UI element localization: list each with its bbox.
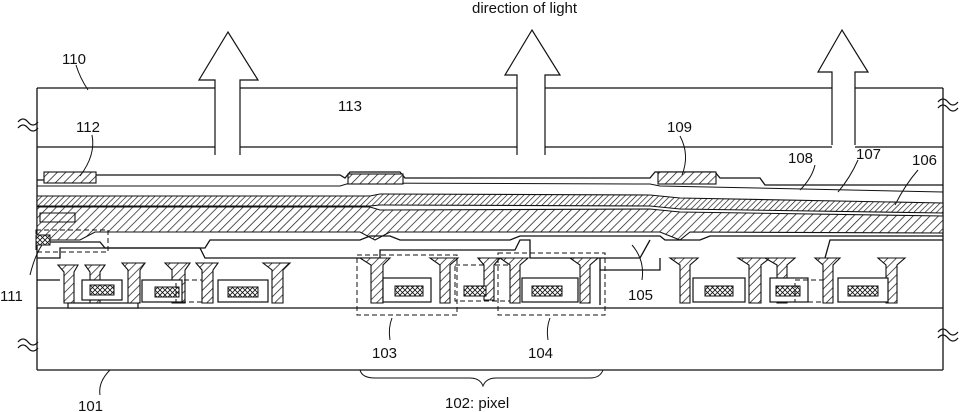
aux-electrode-109 bbox=[658, 172, 716, 184]
tft-middle bbox=[455, 258, 510, 301]
label-110: 110 bbox=[62, 51, 86, 68]
label-104: 104 bbox=[528, 345, 553, 362]
light-arrow-center bbox=[505, 30, 560, 155]
label-112: 112 bbox=[76, 119, 100, 136]
aux-electrode-112 bbox=[44, 172, 96, 183]
label-101: 101 bbox=[78, 398, 103, 412]
tft-right-1 bbox=[670, 258, 770, 303]
tft-layer bbox=[37, 253, 943, 315]
tft-1 bbox=[58, 265, 138, 308]
label-direction-of-light: direction of light bbox=[472, 0, 578, 17]
label-106: 106 bbox=[912, 152, 937, 169]
label-105: 105 bbox=[628, 287, 653, 304]
label-109: 109 bbox=[667, 119, 692, 136]
aux-electrode-mid bbox=[348, 174, 403, 184]
tft-2 bbox=[122, 263, 290, 303]
tft-104 bbox=[498, 253, 605, 315]
label-113: 113 bbox=[338, 98, 362, 115]
label-111: 111 bbox=[0, 288, 23, 305]
label-108: 108 bbox=[788, 150, 813, 167]
label-pixel: 102: pixel bbox=[445, 395, 509, 412]
pixel-electrode-106 bbox=[37, 207, 943, 240]
tft-103 bbox=[357, 255, 458, 315]
light-arrow-left bbox=[199, 32, 258, 155]
contact-111-hatch bbox=[40, 213, 75, 222]
label-103: 103 bbox=[372, 345, 397, 362]
tft-right-2 bbox=[765, 258, 905, 303]
label-107: 107 bbox=[856, 146, 881, 163]
